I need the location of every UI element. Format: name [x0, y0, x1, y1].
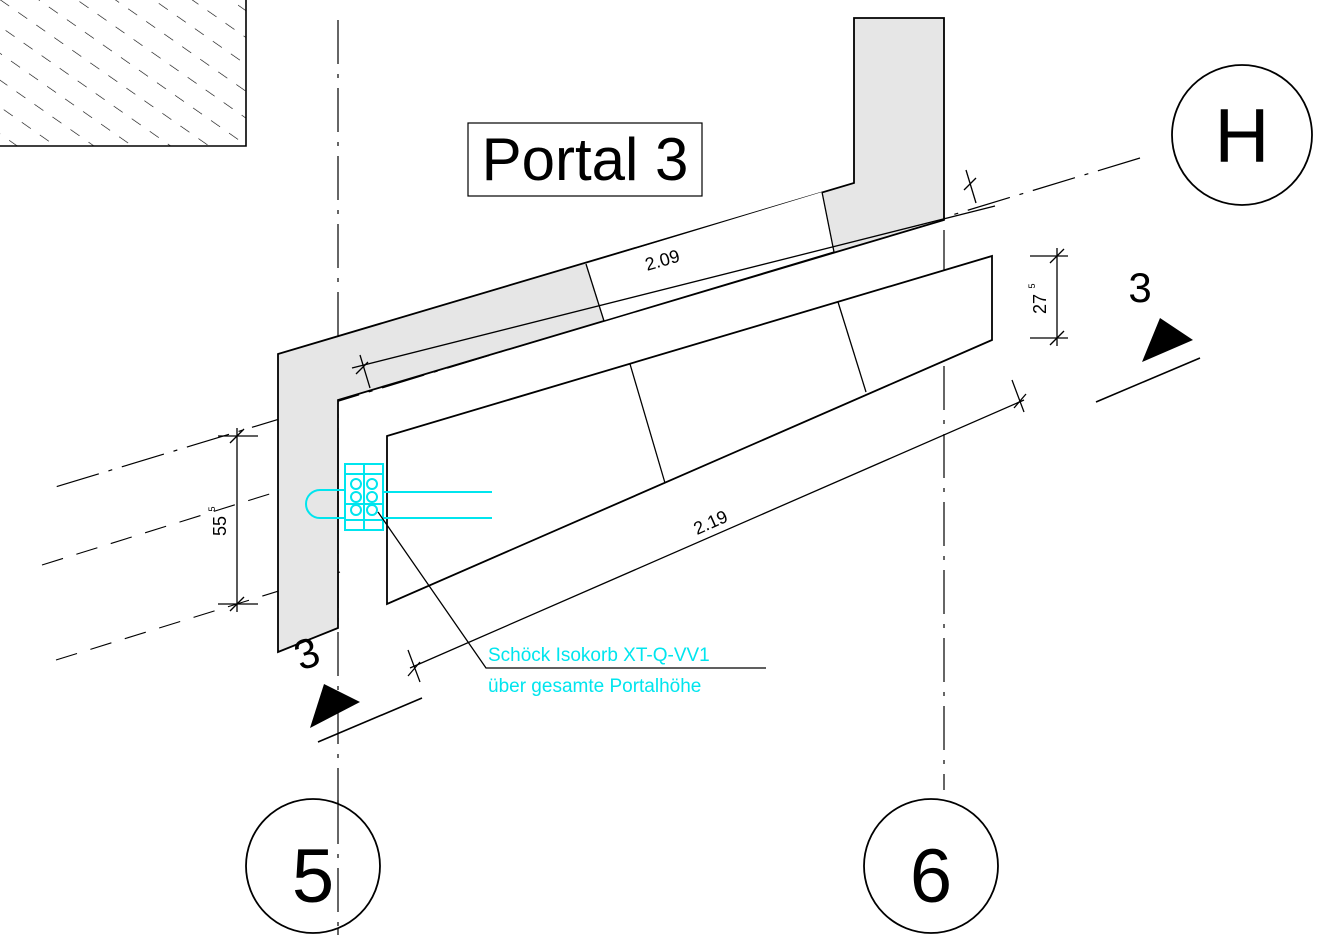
grid-bubble-5-label: 5 [292, 834, 334, 919]
grid-bubble-5: 5 [245, 798, 381, 934]
isokorb-connector [305, 463, 492, 531]
dimension-left-label: 55 [210, 516, 230, 536]
portal-wall [277, 17, 945, 654]
dimension-right-label: 27 [1030, 294, 1050, 314]
dimension-right: 27 5 [1027, 248, 1068, 346]
section-marker-lower: 3 [288, 627, 423, 743]
section-label-upper: 3 [1128, 264, 1151, 311]
wall-opening [585, 191, 835, 322]
dimension-left: 55 5 [207, 428, 258, 612]
glass-slab-outline [386, 254, 993, 606]
glass-slab [386, 254, 993, 606]
dimension-right-sup: 5 [1027, 283, 1037, 288]
grid-bubble-h-label: H [1215, 94, 1270, 179]
portal-wall-fill [277, 17, 945, 654]
section-arrow-lower [310, 684, 360, 728]
isokorb-annotation: Schöck Isokorb XT-Q-VV1 über gesamte Por… [377, 511, 766, 697]
drawing-title-label: Portal 3 [482, 126, 689, 193]
existing-structure-hatch [0, 0, 247, 147]
grid-bubble-6: 6 [863, 798, 999, 934]
drawing-title: Portal 3 [467, 122, 703, 197]
grid-bubble-h: H [1171, 64, 1313, 206]
dimension-bottom-label: 2.19 [690, 506, 730, 539]
section-arrow-upper [1142, 318, 1193, 362]
dimension-left-sup: 5 [207, 506, 217, 511]
annotation-line-2: über gesamte Portalhöhe [488, 676, 701, 697]
grid-bubble-6-label: 6 [910, 834, 952, 919]
section-marker-upper: 3 [1095, 264, 1201, 403]
annotation-line-1: Schöck Isokorb XT-Q-VV1 [488, 645, 710, 666]
